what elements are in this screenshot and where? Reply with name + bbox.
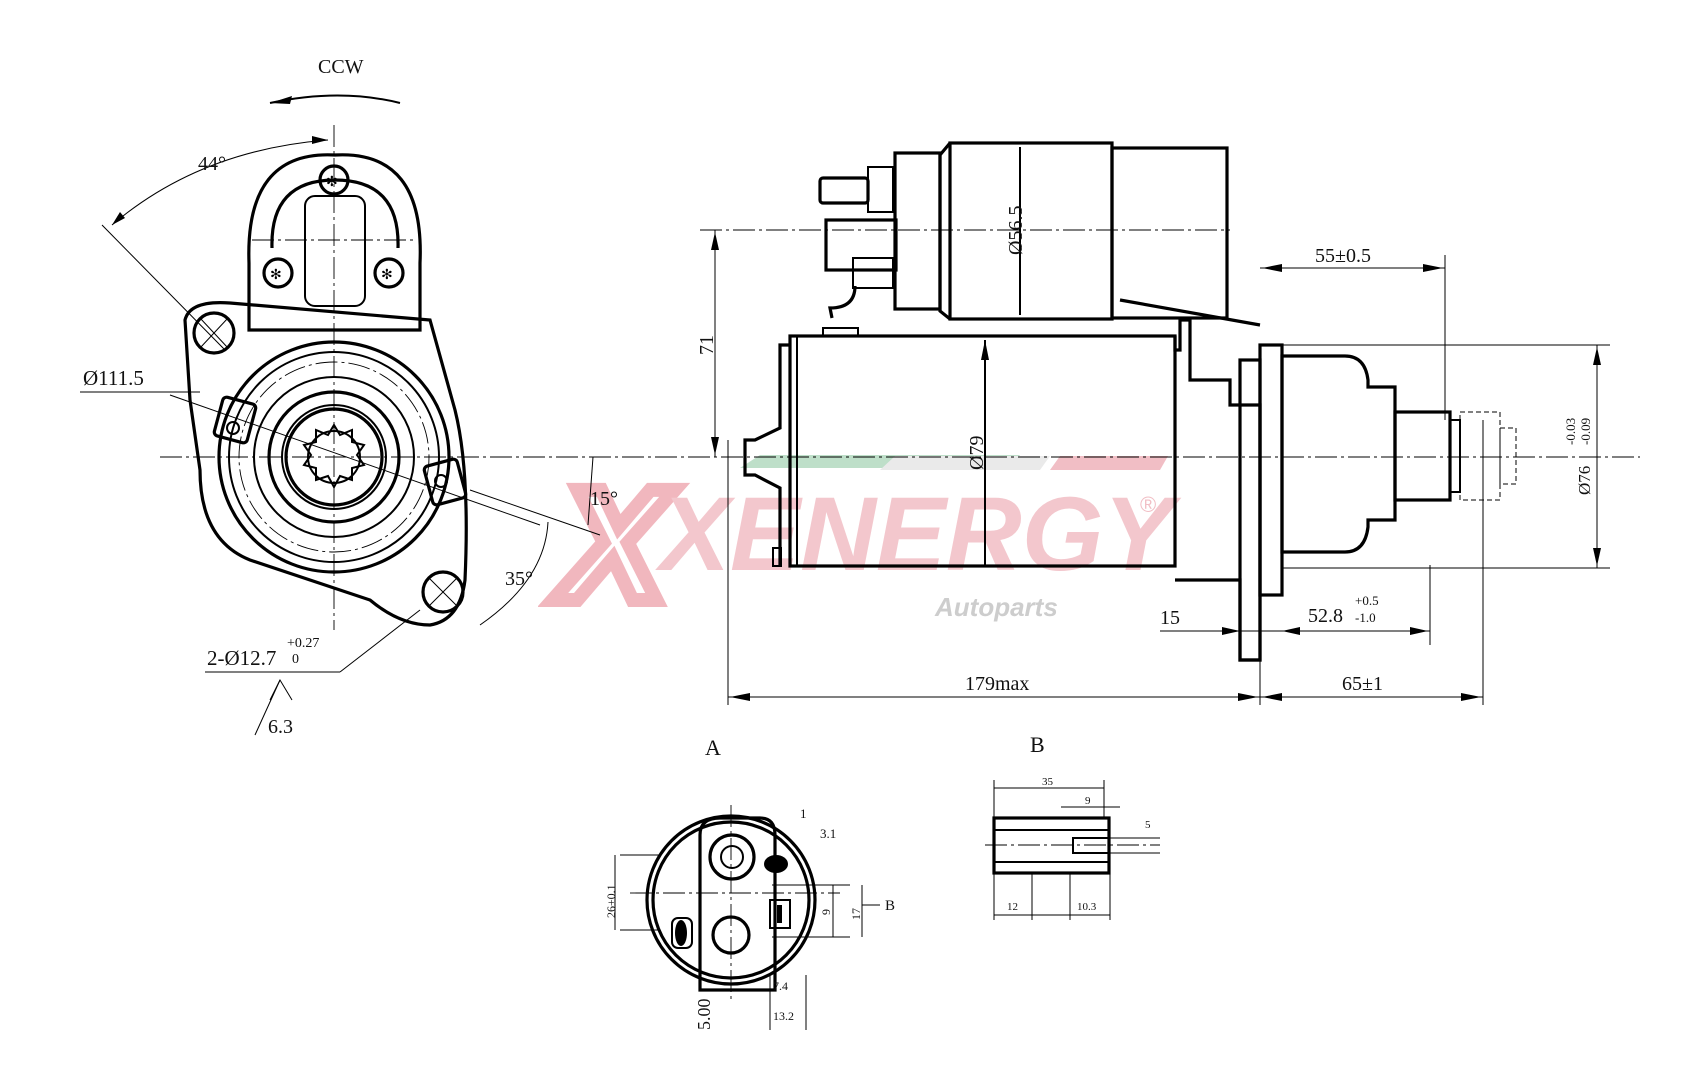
pilot-tol-upper: -0.03 [1563,418,1578,445]
front-view: CCW 44° ✻ ✻ ✻ [80,56,1640,738]
nose-length-label: 65±1 [1342,673,1383,695]
angle-35: 35° [505,568,533,590]
hole-spec-label: 2-Ø12.7 [207,646,276,670]
dim-7-4: 7.4 [773,979,788,993]
dim-3-1: 3.1 [820,826,836,841]
pinion-gear [302,423,366,490]
dim-13-2: 13.2 [773,1009,794,1023]
svg-text:✻: ✻ [381,268,393,283]
flange-to-end-tol-upper: +0.5 [1355,593,1379,608]
svg-text:✻: ✻ [326,175,338,190]
angle-15: 15° [590,488,618,510]
dim-26: 26±0.1 [604,884,618,918]
detail-a-label: A [705,735,721,760]
dim-5-00: 5.00 [694,999,714,1031]
offset-71: 71 [696,335,718,355]
dim-35: 35 [1042,776,1054,788]
angle-44: 44° [198,153,226,175]
side-view: Ø56.5 71 Ø79 Ø76 -0.03 -0. [696,141,1610,705]
flange-to-end-tol-lower: -1.0 [1355,610,1376,625]
watermark-logo: X XENERGY ® Autoparts [545,448,1181,641]
detail-b: B 35 9 5 12 10.3 [985,732,1160,920]
flange-thickness-label: 15 [1160,607,1180,629]
watermark-x: X [552,455,675,634]
dim-5-b: 5 [1145,819,1151,831]
svg-text:✻: ✻ [270,268,282,283]
dim-17: 17 [849,908,863,920]
watermark-brand: XENERGY [655,476,1181,593]
detail-a: A 26±0.1 1 3.1 9 17 B 5.00 7.4 13.2 [604,735,895,1030]
pilot-tol-lower: -0.09 [1578,418,1593,445]
dim-10-3: 10.3 [1077,901,1097,913]
dim-9-b: 9 [1085,795,1091,807]
hole-tol-lower: 0 [292,652,299,667]
pinion-length-label: 55±0.5 [1315,245,1371,267]
body-diameter-label: Ø79 [966,436,988,470]
dim-1: 1 [800,806,807,821]
watermark-subtitle: Autoparts [934,592,1058,622]
hole-tol-upper: +0.27 [287,636,319,651]
surface-roughness: 6.3 [268,716,293,738]
flange-diameter-label: Ø111.5 [83,366,144,390]
dim-9: 9 [819,909,833,915]
pilot-diameter-label: Ø76 [1575,466,1594,495]
dim-12: 12 [1007,901,1018,913]
watermark-registered: ® [1140,492,1156,517]
flange-to-end-label: 52.8 [1308,605,1343,627]
ref-b-label: B [885,898,895,914]
detail-b-label: B [1030,732,1045,757]
rotation-label: CCW [318,56,364,78]
overall-length-label: 179max [965,673,1029,695]
